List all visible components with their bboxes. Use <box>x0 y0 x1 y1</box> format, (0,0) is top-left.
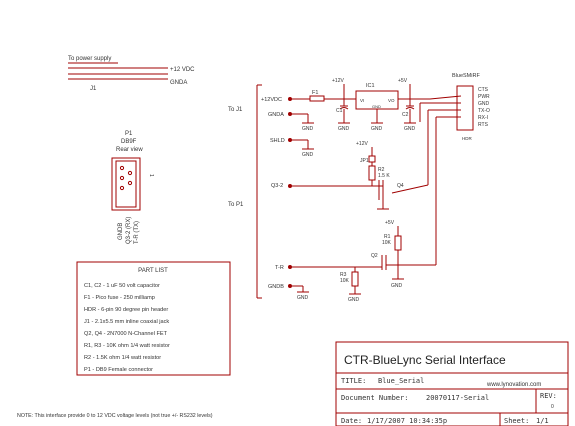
net-gnda: GNDA <box>268 112 284 118</box>
to-p1-label: To P1 <box>228 202 244 208</box>
sheet-label: Sheet: <box>504 417 529 425</box>
main-title: CTR-BlueLync Serial Interface <box>344 353 506 367</box>
db9-type: DB9F <box>121 139 137 145</box>
part-item: P1 - DB9 Female connector <box>84 367 153 373</box>
header-pins: CTS PWR GND TX-O RX-I RTS <box>478 87 490 128</box>
to-j1-label: To J1 <box>228 107 243 113</box>
svg-text:GND: GND <box>391 283 403 289</box>
net-q32: Q3-2 <box>271 183 283 189</box>
q4-label: Q4 <box>397 183 404 189</box>
website: www.lynovation.com <box>486 382 541 388</box>
header-title: BlueSMiRF <box>452 73 480 79</box>
svg-text:GND: GND <box>302 152 314 158</box>
svg-text:1: 1 <box>148 174 154 177</box>
svg-text:GND: GND <box>348 297 360 303</box>
part-list: PART LIST C1, C2 - 1 uF 50 volt capacito… <box>76 261 231 376</box>
schematic-circuit: To J1 To P1 +12VDC F1 +12V C1 GND IC1 VI… <box>228 73 490 303</box>
part-item: C1, C2 - 1 uF 50 volt capacitor <box>84 283 160 289</box>
hdr-label: HDR <box>462 136 472 141</box>
vcc-12v: +12V <box>332 78 344 84</box>
svg-text:GND: GND <box>297 295 309 301</box>
r3-value: 10K <box>340 278 350 284</box>
vcc-5v: +5V <box>398 78 408 84</box>
ic1-label: IC1 <box>366 83 375 89</box>
title-label: TITLE: <box>341 377 366 385</box>
jp1-label: JP1 <box>360 158 369 164</box>
svg-text:PWR: PWR <box>478 94 490 100</box>
r2-label: R2 <box>378 167 385 173</box>
f1-label: F1 <box>312 90 318 96</box>
part-item: R2 - 1.5K ohm 1/4 watt resistor <box>84 355 161 361</box>
power-supply-connector: To power supply +12 VDC GNDA J1 <box>68 56 195 92</box>
svg-text:GND: GND <box>371 126 383 132</box>
gnda-label: GNDA <box>170 80 187 86</box>
part-item: R1, R3 - 10K ohm 1/4 watt resistor <box>84 343 170 349</box>
net-shld: SHLD <box>270 138 285 144</box>
svg-text:RTS: RTS <box>478 122 489 128</box>
title-block: CTR-BlueLync Serial Interface TITLE: Blu… <box>335 341 569 426</box>
db9-pin-rx: Q3-2 (RX) <box>126 217 132 244</box>
net-gndb: GNDB <box>268 284 284 290</box>
rev-label: REV: <box>540 392 557 400</box>
svg-text:GND: GND <box>338 126 350 132</box>
c1-label: C1 <box>336 108 343 114</box>
footer-note: NOTE: This interface provide 0 to 12 VDC… <box>17 413 213 419</box>
svg-text:GND: GND <box>404 126 416 132</box>
svg-text:CTS: CTS <box>478 87 489 93</box>
net-tr: T-R <box>275 265 284 271</box>
q2-label: Q2 <box>371 253 378 259</box>
db9-view: Rear view <box>116 147 143 153</box>
svg-text:TX-O: TX-O <box>478 108 490 114</box>
svg-text:GND: GND <box>478 101 490 107</box>
svg-text:+5V: +5V <box>385 220 395 226</box>
r2-value: 1.5 K <box>378 173 390 179</box>
p1-label: P1 <box>125 131 133 137</box>
svg-text:RX-I: RX-I <box>478 115 488 121</box>
c2-label: C2 <box>402 112 409 118</box>
svg-text:VI: VI <box>360 98 364 103</box>
sheet-value: 1/1 <box>536 417 549 425</box>
part-item: J1 - 2.1x5.5 mm inline coaxial jack <box>84 319 169 325</box>
part-item: F1 - Pico fuse - 250 milliamp <box>84 295 155 301</box>
j1-label: J1 <box>90 86 97 92</box>
db9-pin-gndb: GNDB <box>118 223 124 240</box>
docnum-value: 20070117-Serial <box>426 394 489 402</box>
title-value: Blue_Serial <box>378 377 424 385</box>
part-item: HDR - 6-pin 90 degree pin header <box>84 307 168 313</box>
db9-pin-tx: T-R (TX) <box>134 221 140 244</box>
rev-value: 0 <box>551 404 554 410</box>
to-power-supply-label: To power supply <box>68 56 111 62</box>
svg-text:VO: VO <box>388 98 395 103</box>
part-list-title: PART LIST <box>138 268 168 274</box>
part-item: Q2, Q4 - 2N7000 N-Channel FET <box>84 331 168 337</box>
svg-text:GND: GND <box>372 104 381 109</box>
r1-label: R1 <box>384 234 391 240</box>
db9-connector: P1 DB9F Rear view 1 GNDB Q3-2 (RX) T-R (… <box>111 131 154 244</box>
date-label: Date: <box>341 417 362 425</box>
net-12vdc: +12VDC <box>261 97 282 103</box>
svg-text:+12V: +12V <box>356 141 368 147</box>
docnum-label: Document Number: <box>341 394 408 402</box>
v12-label: +12 VDC <box>170 67 195 73</box>
svg-text:GND: GND <box>302 126 314 132</box>
date-value: 1/17/2007 10:34:35p <box>367 417 447 425</box>
r3-label: R3 <box>340 272 347 278</box>
r1-value: 10K <box>382 240 392 246</box>
